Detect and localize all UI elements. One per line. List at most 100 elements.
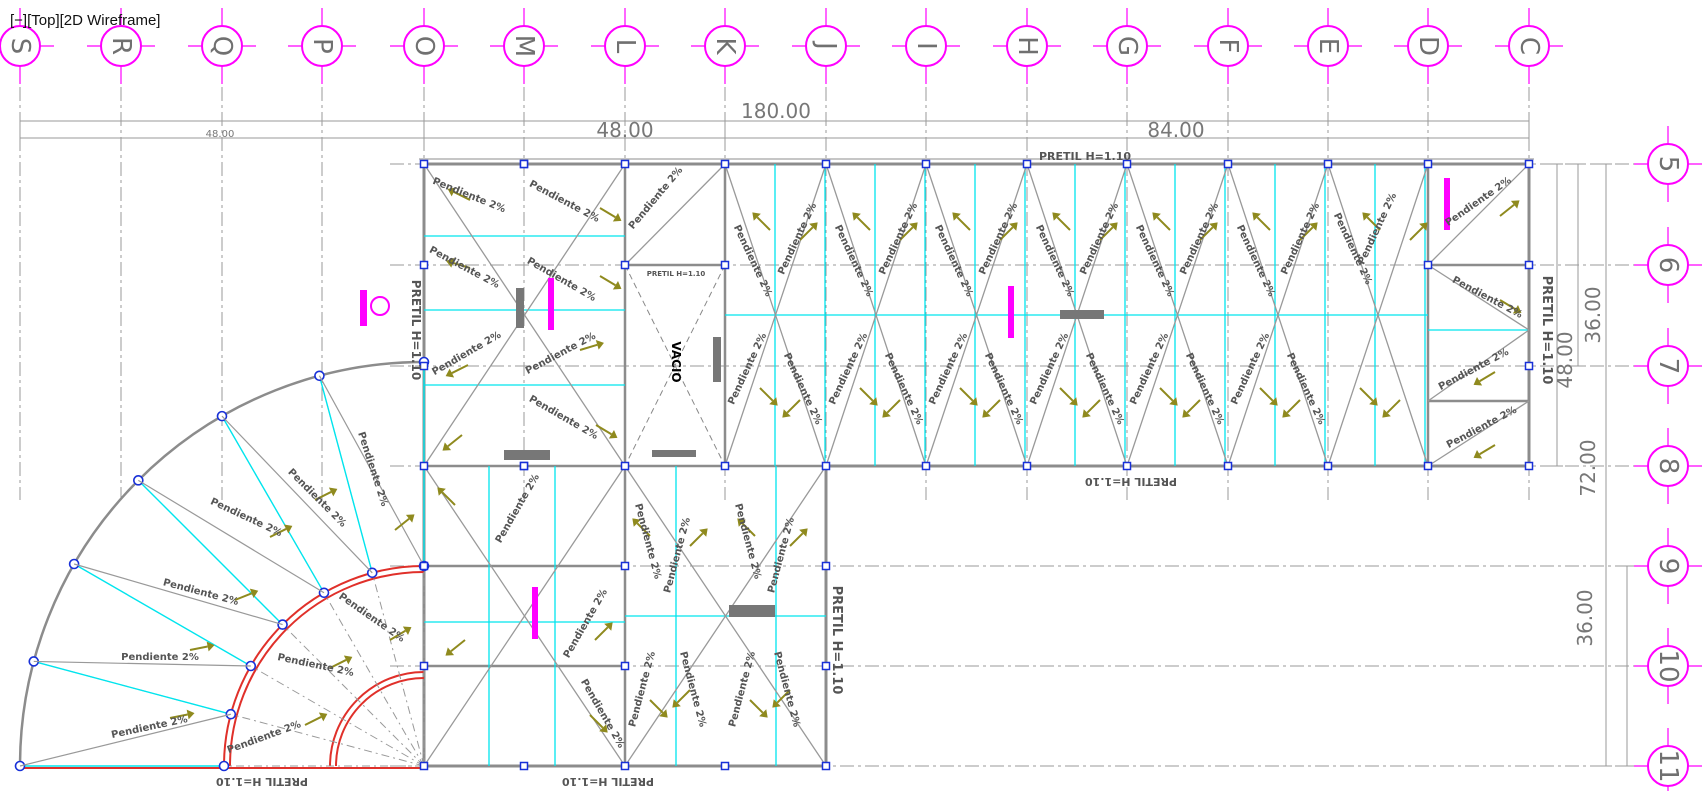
slope-arrow-head [447,187,457,197]
grid-column-label: F [1213,39,1243,54]
slope-arrow-head [442,442,452,451]
grid-row-label: 10 [1653,649,1683,682]
slope-label: Pendiente 2% [1444,175,1514,229]
slope-arrow-shaft [234,592,253,601]
column-node [419,561,429,571]
grid-bubble [0,25,41,67]
grid-column-label: I [911,42,941,50]
slope-arrow-shaft [599,275,616,287]
radial-rafter [33,660,231,715]
column-node [1423,159,1433,169]
slope-arrow-head [672,699,681,708]
grid-bubble [704,25,746,67]
slope-label: Pendiente 2% [1437,347,1511,393]
viewport-controls-label[interactable]: [−][Top][2D Wireframe] [10,12,161,29]
slope-arrow-shaft [1056,216,1071,231]
column-node [419,761,429,771]
slope-arrow-head [882,409,891,418]
grid-column-label: D [1413,36,1443,56]
radial-rafter [318,375,373,573]
slope-arrow-shaft [1409,226,1424,241]
slope-diagonal [1427,329,1530,402]
grid-bubble [1647,445,1689,487]
slope-arrow-head [599,724,608,733]
slope-label: Pendiente 2% [766,516,797,594]
column-node [620,461,630,471]
equipment-block [516,288,524,328]
slope-arrow-head [445,647,455,656]
equipment-block [729,605,775,617]
slope-arrow-head [1152,212,1161,221]
grid-bubble [1647,645,1689,687]
slope-arrow-head [1252,212,1261,221]
grid-bubble [1106,25,1148,67]
slope-arrow-shaft [959,387,974,402]
slope-label: Pendiente 2% [285,467,348,530]
slope-label: Pendiente 2% [1028,331,1071,406]
slope-arrow-shaft [786,399,801,414]
slope-arrow-shaft [1099,226,1114,241]
slope-arrow-head [759,709,768,718]
column-node [921,461,931,471]
slope-arrow-head [772,699,781,708]
slope-arrow-head [769,397,778,406]
slope-arrow-shaft [314,491,332,501]
curve-diagonal [73,563,283,626]
pretil-label: PRETIL H=1.10 [829,586,844,695]
grid-bubble [905,25,947,67]
dimension-left-span: 48.00 [596,118,653,142]
slope-label: Pendiente 2% [832,223,875,298]
column-node [419,260,429,270]
slope-diagonal [1126,163,1229,467]
dimension-left-small: 48.00 [206,129,235,140]
slope-arrow-head [186,709,195,720]
slope-arrow-head [852,212,861,221]
curve-diagonal [33,660,251,667]
slope-label: Pendiente 2% [226,719,303,756]
slope-arrow-head [283,524,293,534]
column-node [1524,461,1534,471]
slope-arrow-shaft [1256,216,1271,231]
slope-arrow-shaft [452,261,471,269]
column-node [1524,260,1534,270]
curved-beam-inner [335,677,425,767]
slope-arrow-shaft [1359,387,1374,402]
radial-rafter [221,415,325,594]
column-node [1524,159,1534,169]
column-node [1223,461,1233,471]
slope-label: Pendiente 2% [1356,191,1399,266]
slope-arrow-shaft [886,399,901,414]
slope-label: Pendiente 2% [578,677,626,750]
pretil-label: PRETIL H=1.10 [1539,276,1554,385]
column-node [620,661,630,671]
slope-diagonal [825,163,927,467]
slope-arrow-head [1473,449,1483,459]
slope-arrows [169,187,1522,733]
slope-arrow-head [1309,222,1318,231]
slope-arrow-head [1182,409,1191,418]
slope-arrow-head [328,487,338,497]
slope-label: Pendiente 2% [431,176,507,215]
slope-arrow-shaft [899,226,914,241]
column-node [1524,361,1534,371]
slope-arrow-shaft [986,399,1001,414]
column-node [1223,159,1233,169]
column-node [620,159,630,169]
column-node [720,159,730,169]
grid-column-label: E [1313,38,1343,54]
void-label: VACIO [669,341,683,382]
slope-diagonal [1327,163,1429,467]
magenta-markers [360,178,1450,639]
equipment-block [713,337,721,382]
grid-bubble [1207,25,1249,67]
slope-arrow-head [206,641,215,652]
column-node [620,561,630,571]
slope-diagonal [624,163,726,266]
slope-arrow-shaft [1159,387,1174,402]
dimension-vertical: 36.00 [1573,589,1597,646]
slope-arrow-shaft [1186,399,1201,414]
grid-column-label: S [5,38,35,55]
slope-arrow-head [969,397,978,406]
slope-diagonal [1427,264,1530,331]
